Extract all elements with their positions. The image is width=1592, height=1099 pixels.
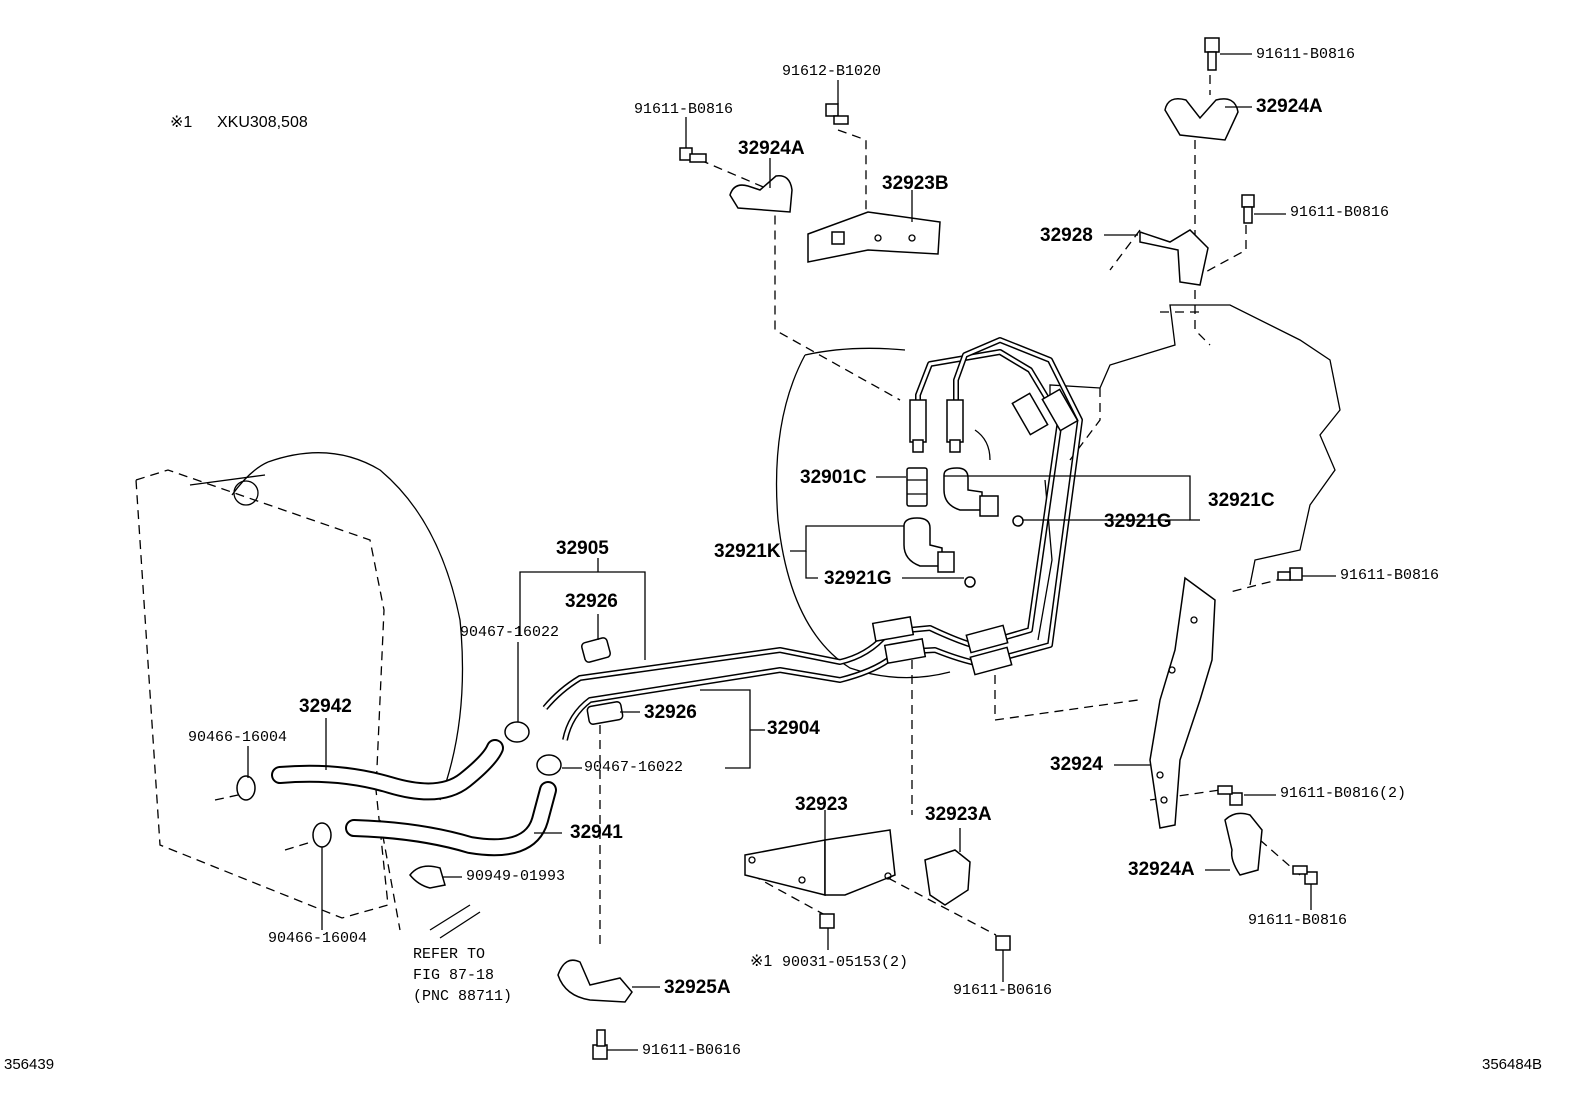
note-marker: ※1 bbox=[170, 114, 193, 131]
label-32924A-top-right: 32924A bbox=[1256, 96, 1323, 117]
label-91611-B0816-top-left: 91611-B0816 bbox=[634, 101, 734, 118]
footer-right-id: 356484B bbox=[1482, 1056, 1543, 1073]
label-32926-lower: 32926 bbox=[644, 702, 697, 723]
label-91611-B0816-right-upper: 91611-B0816 bbox=[1290, 204, 1390, 221]
label-32905: 32905 bbox=[556, 538, 609, 559]
label-90031-05153: 90031-05153(2) bbox=[782, 954, 909, 971]
label-32923A: 32923A bbox=[925, 804, 992, 825]
bottom-brackets bbox=[557, 829, 1011, 1060]
label-32926-upper: 32926 bbox=[565, 591, 618, 612]
label-91612-B1020: 91612-B1020 bbox=[782, 63, 882, 80]
label-32924A-top-left: 32924A bbox=[738, 138, 805, 159]
label-32923B: 32923B bbox=[882, 173, 949, 194]
label-90949-01993: 90949-01993 bbox=[466, 868, 566, 885]
label-91611-B0616-bottom: 91611-B0616 bbox=[642, 1042, 742, 1059]
top-brackets bbox=[679, 37, 1255, 286]
label-32904: 32904 bbox=[767, 718, 820, 739]
label-32901C: 32901C bbox=[800, 467, 867, 488]
refer-line-2: FIG 87-18 bbox=[413, 967, 495, 984]
label-32925A: 32925A bbox=[664, 977, 731, 998]
unions bbox=[903, 467, 1024, 588]
label-91611-B0816-x2: 91611-B0816(2) bbox=[1280, 785, 1407, 802]
radiator bbox=[135, 452, 464, 919]
label-90466-16004-lower: 90466-16004 bbox=[268, 930, 368, 947]
label-91611-B0816-bottom-right: 91611-B0816 bbox=[1248, 912, 1348, 929]
leader-lines bbox=[247, 53, 1336, 1051]
transmission-outline bbox=[775, 304, 1341, 679]
label-90031-marker: ※1 bbox=[750, 953, 773, 970]
label-32928: 32928 bbox=[1040, 225, 1093, 246]
label-32941: 32941 bbox=[570, 822, 623, 843]
label-90466-16004-upper: 90466-16004 bbox=[188, 729, 288, 746]
label-32921G-right: 32921G bbox=[1104, 511, 1172, 532]
footer-left-id: 356439 bbox=[4, 1056, 55, 1073]
label-32923: 32923 bbox=[795, 794, 848, 815]
label-32924: 32924 bbox=[1050, 754, 1103, 775]
refer-line-1: REFER TO bbox=[413, 946, 486, 963]
label-32924A-bottom: 32924A bbox=[1128, 859, 1195, 880]
label-32921C: 32921C bbox=[1208, 490, 1275, 511]
label-90467-16022-lower: 90467-16022 bbox=[584, 759, 684, 776]
label-91611-B0816-top-right: 91611-B0816 bbox=[1256, 46, 1356, 63]
hoses bbox=[236, 637, 624, 939]
label-32921G-left: 32921G bbox=[824, 568, 892, 589]
refer-line-3: (PNC 88711) bbox=[413, 988, 513, 1005]
right-bracket bbox=[1149, 567, 1318, 885]
label-32942: 32942 bbox=[299, 696, 352, 717]
label-91611-B0816-right-mid: 91611-B0816 bbox=[1340, 567, 1440, 584]
label-91611-B0616-center: 91611-B0616 bbox=[953, 982, 1053, 999]
cooler-tubes bbox=[542, 337, 1083, 741]
label-90467-16022-upper: 90467-16022 bbox=[460, 624, 560, 641]
note-text: XKU308,508 bbox=[217, 114, 308, 131]
label-32921K: 32921K bbox=[714, 541, 781, 562]
